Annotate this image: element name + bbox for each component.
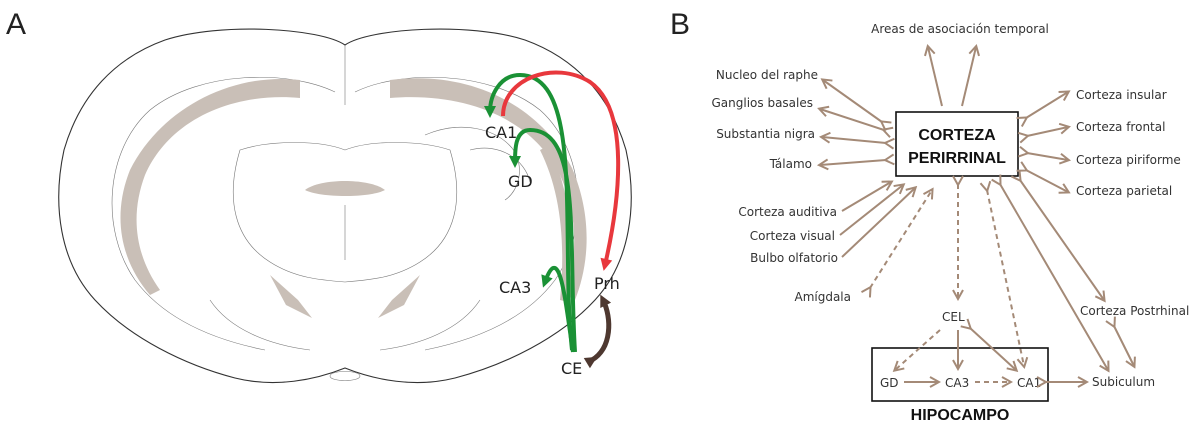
- arrow-parietal: [1026, 170, 1068, 192]
- label-ca3: CA3: [499, 278, 531, 297]
- small-oval: [330, 372, 360, 381]
- white-matter-left: [120, 79, 300, 295]
- label-amigdala: Amígdala: [794, 290, 851, 304]
- label-olfatorio: Bulbo olfatorio: [750, 251, 838, 265]
- hub-title-line1: CORTEZA: [918, 127, 996, 144]
- panel-b-letter: B: [670, 8, 690, 41]
- label-frontal: Corteza frontal: [1076, 120, 1165, 134]
- label-hip-gd: GD: [880, 376, 899, 390]
- arrow-ganglios: [820, 109, 884, 130]
- hippocampus-box: [872, 348, 1048, 401]
- arrow-cel-gd: [895, 330, 940, 370]
- arrow-top-2: [962, 47, 976, 106]
- label-parietal: Corteza parietal: [1076, 184, 1172, 198]
- label-top: Areas de asociación temporal: [871, 22, 1049, 36]
- label-subiculum: Subiculum: [1092, 375, 1155, 389]
- brain-section: [59, 29, 631, 382]
- arrow-insular: [1026, 92, 1068, 118]
- arrow-piriforme: [1027, 153, 1068, 160]
- label-raphe: Nucleo del raphe: [716, 68, 818, 82]
- arrow-auditiva: [842, 182, 891, 211]
- brown-arrow-ce-prh: [592, 300, 609, 360]
- label-gd: GD: [508, 172, 533, 191]
- arrow-substantia: [822, 137, 886, 143]
- arrow-postrhinal-subiculum: [1114, 326, 1134, 366]
- arrow-raphe: [823, 80, 882, 122]
- label-visual: Corteza visual: [750, 229, 835, 243]
- arrow-olfatorio: [842, 188, 915, 257]
- arrow-frontal: [1027, 127, 1068, 136]
- arrow-cel-ca1: [970, 328, 1016, 370]
- label-postrhinal: Corteza Postrhinal: [1080, 304, 1189, 318]
- tract-right: [378, 275, 420, 318]
- label-ganglios: Ganglios basales: [712, 96, 814, 110]
- arrow-hub-subiculum: [1000, 184, 1108, 370]
- label-talamo: Tálamo: [769, 157, 812, 171]
- arrow-talamo: [820, 160, 886, 165]
- label-ca1: CA1: [485, 123, 517, 142]
- arrow-top-1: [928, 47, 942, 106]
- hub-title-line2: PERIRRINAL: [908, 150, 1006, 167]
- ventricle: [305, 181, 385, 196]
- label-prh: Prh: [594, 274, 620, 293]
- hippocampus-title: HIPOCAMPO: [911, 407, 1010, 424]
- label-auditiva: Corteza auditiva: [738, 205, 837, 219]
- label-ce: CE: [561, 359, 582, 378]
- label-substantia: Substantia nigra: [716, 127, 815, 141]
- label-hip-ca1: CA1: [1017, 376, 1041, 390]
- label-cel: CEL: [942, 310, 965, 324]
- label-piriforme: Corteza piriforme: [1076, 153, 1181, 167]
- tract-left: [270, 275, 312, 318]
- label-hip-ca3: CA3: [945, 376, 969, 390]
- panel-a-letter: A: [6, 8, 26, 41]
- label-insular: Corteza insular: [1076, 88, 1167, 102]
